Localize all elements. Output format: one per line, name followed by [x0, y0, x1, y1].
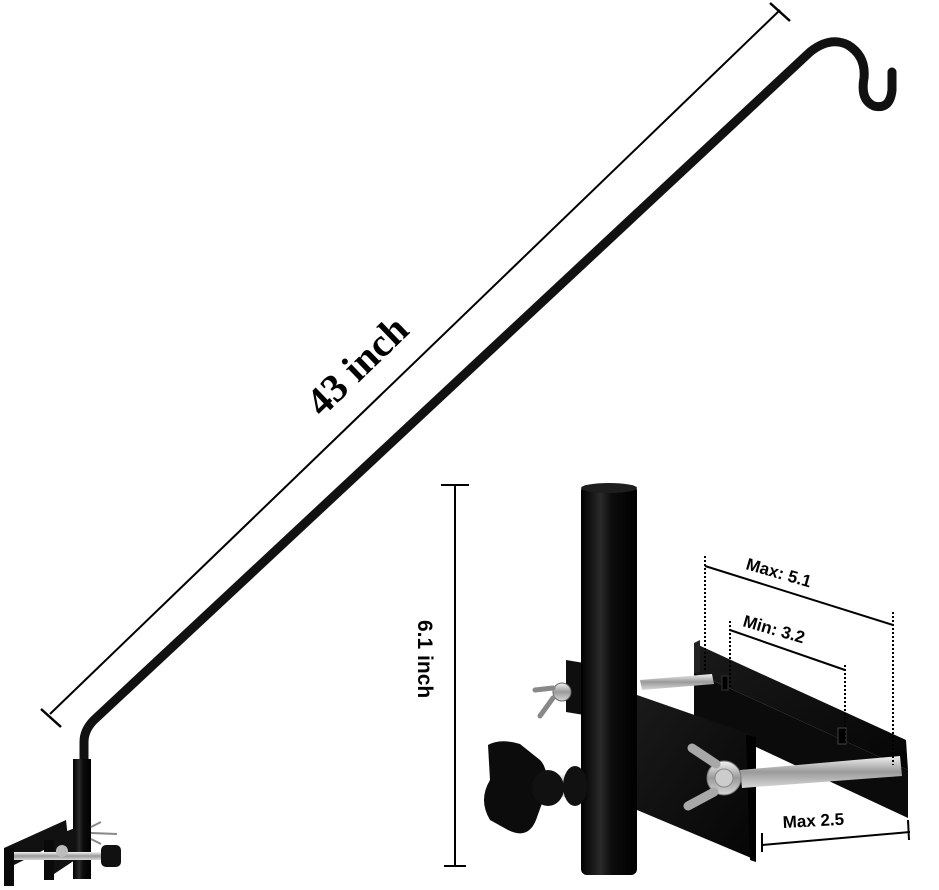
clamp-max-depth-dimension: [761, 819, 911, 852]
hanger-rod: [79, 37, 897, 765]
clamp-max-width-dimension: [704, 556, 894, 765]
bracket-height-label: 6.1 inch: [413, 620, 436, 698]
wing-nut-icon: [532, 682, 572, 719]
clamp-min-width-dimension: [729, 621, 846, 745]
thumb-knob-icon: [484, 741, 587, 834]
bracket-height-dimension: [441, 484, 469, 867]
tube-icon: [581, 485, 637, 875]
rod-length-dimension: [40, 2, 791, 728]
clamp-max-width-label: Max: 5.1: [744, 555, 814, 592]
small-bracket: [4, 759, 121, 886]
bracket-detail: [484, 483, 908, 875]
clamp-max-depth-label: Max 2.5: [782, 810, 844, 832]
clamp-min-width-label: Min: 3.2: [741, 612, 807, 648]
wing-nut-icon: [683, 743, 742, 811]
rod-length-label: 43 inch: [297, 306, 417, 424]
